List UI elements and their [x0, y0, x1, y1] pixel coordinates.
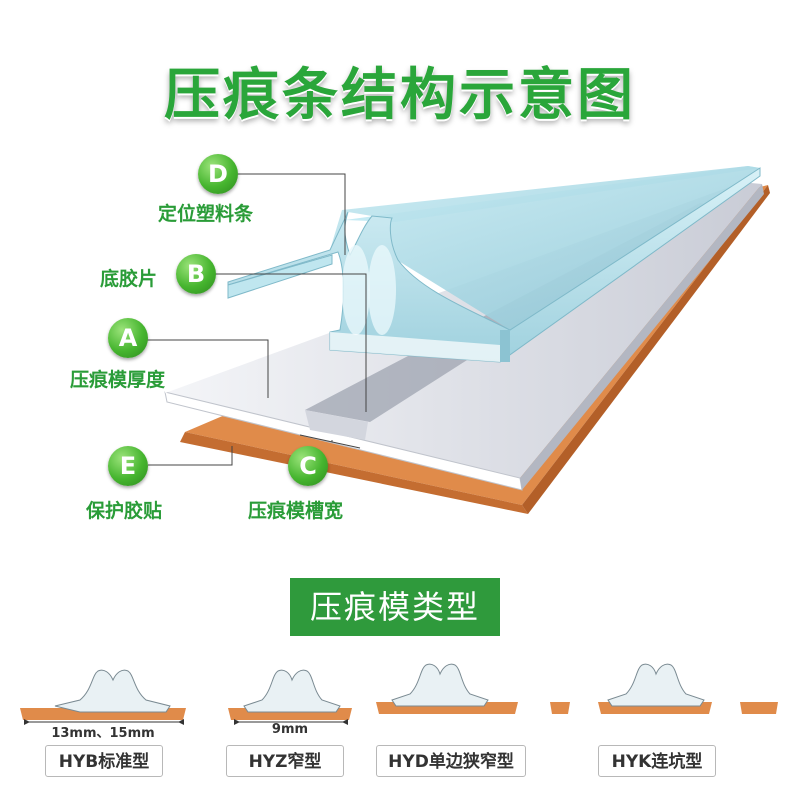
part-b-label: 底胶片: [100, 268, 158, 290]
positioning-plastic-strip: [227, 166, 761, 363]
section-title-banner: 压痕模类型: [290, 578, 500, 636]
hyb-dimension: 13mm、15mm: [51, 726, 155, 741]
part-c-label: 压痕模槽宽: [248, 500, 344, 522]
profile-hyz: [228, 669, 352, 725]
leader-lines: [146, 173, 367, 466]
type-hyz: HYZ窄型: [226, 745, 344, 777]
part-c-badge: C: [288, 446, 328, 486]
part-e-label: 保护胶贴: [86, 500, 163, 522]
part-a-badge: A: [108, 318, 148, 358]
part-d-label: 定位塑料条: [158, 203, 254, 225]
hyz-dimension: 9mm: [271, 722, 309, 737]
profile-hyk: [598, 663, 778, 714]
profile-hyd: [376, 663, 570, 714]
part-e-badge: E: [108, 446, 148, 486]
page-title: 压痕条结构示意图: [164, 63, 636, 128]
part-d-badge: D: [198, 154, 238, 194]
part-b-badge: B: [176, 254, 216, 294]
type-hyk: HYK连坑型: [598, 745, 716, 777]
type-hyd: HYD单边狭窄型: [376, 745, 526, 777]
part-a-label: 压痕模厚度: [70, 369, 166, 391]
profile-hyb: [20, 669, 186, 725]
type-hyb: HYB标准型: [45, 745, 163, 777]
